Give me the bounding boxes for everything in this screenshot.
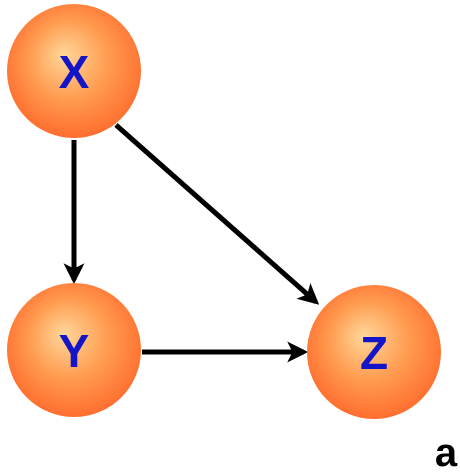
node-x-label: X — [59, 46, 90, 98]
node-y: Y — [7, 283, 141, 417]
panel-label: a — [435, 431, 458, 472]
node-x-circle — [7, 4, 141, 138]
node-z-circle — [307, 285, 441, 419]
edge-x-to-z — [114, 123, 320, 305]
node-x: X — [7, 4, 141, 138]
node-z-label: Z — [360, 327, 388, 379]
node-y-circle — [7, 283, 141, 417]
node-y-label: Y — [59, 325, 90, 377]
node-z: Z — [307, 285, 441, 419]
